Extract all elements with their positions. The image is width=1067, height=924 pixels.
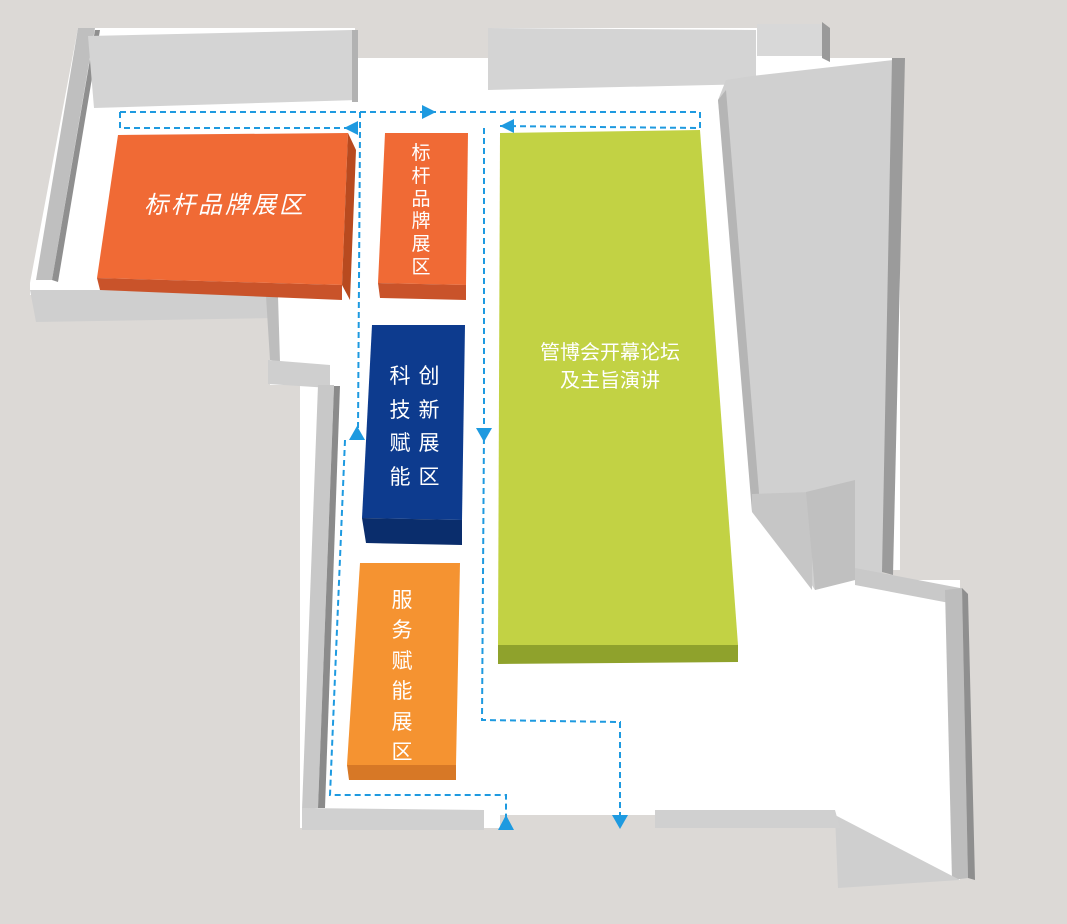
route-left-vertical — [328, 439, 507, 820]
route-lines — [119, 111, 701, 820]
route-top-outer — [120, 111, 701, 130]
arrow-up-bottom — [498, 815, 514, 830]
arrow-right-top — [422, 105, 436, 119]
zone-benchmark-right — [378, 133, 468, 300]
route-top-inner — [119, 112, 348, 129]
route-center-vertical — [357, 112, 361, 431]
zone-service — [347, 563, 460, 780]
walls — [30, 22, 975, 888]
arrow-left-top-2 — [500, 119, 514, 133]
zone-forum — [498, 130, 738, 664]
arrow-left-top — [344, 121, 358, 135]
route-arrows — [344, 105, 628, 830]
arrow-down-bottom — [612, 815, 628, 829]
route-right-vertical — [480, 128, 621, 820]
zone-tech-innovation — [362, 325, 465, 545]
arrow-down-center — [476, 428, 492, 442]
arrow-up-left — [349, 426, 365, 440]
zone-benchmark-left — [97, 133, 356, 300]
